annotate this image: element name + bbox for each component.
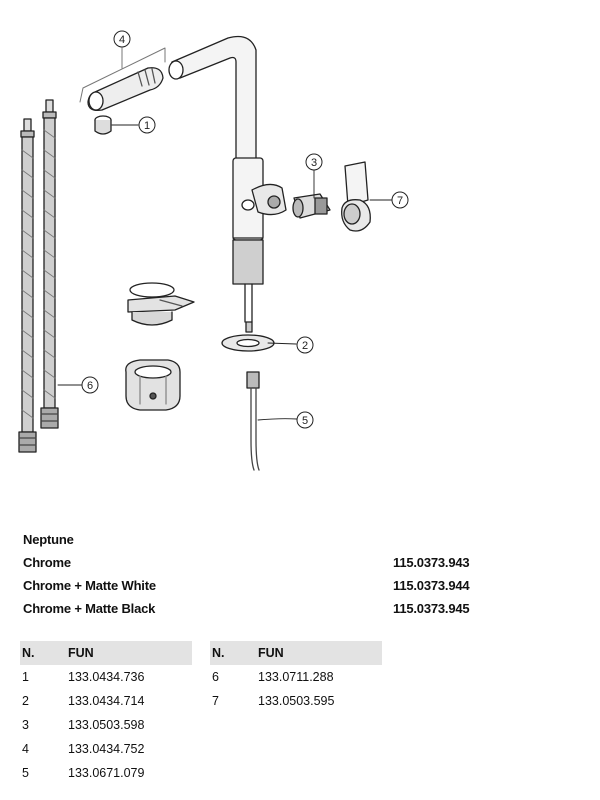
table-row: 5 133.0671.079: [20, 761, 192, 785]
part-number: 4: [22, 742, 29, 756]
part-code: 133.0503.598: [68, 718, 145, 732]
product-block: Neptune Chrome 115.0373.943 Chrome + Mat…: [23, 528, 483, 620]
parts-table-left: N. FUN 1 133.0434.736 2 133.0434.714 3 1…: [20, 641, 192, 785]
callout-label-7: 7: [397, 195, 403, 207]
part-number: 1: [22, 670, 29, 684]
callout-label-4: 4: [119, 34, 125, 46]
product-name: Neptune: [23, 532, 74, 547]
callout-leaders: [57, 39, 393, 421]
variant-row: Chrome 115.0373.943: [23, 551, 483, 574]
variant-code: 115.0373.943: [393, 555, 470, 570]
part-code: 133.0434.736: [68, 670, 145, 684]
spout-end: [79, 47, 166, 135]
callout-label-2: 2: [302, 340, 308, 352]
column-header-fun: FUN: [68, 641, 192, 665]
table-row: 3 133.0503.598: [20, 713, 192, 737]
variant-finish: Chrome: [23, 555, 71, 570]
callout-circle-5: [296, 411, 314, 429]
table-row: 4 133.0434.752: [20, 737, 192, 761]
callout-circle-1: [138, 116, 156, 134]
table-row: 6 133.0711.288: [210, 665, 382, 689]
variant-finish: Chrome + Matte White: [23, 578, 156, 593]
column-header-number: N.: [20, 641, 68, 665]
part-number: 7: [212, 694, 219, 708]
callout-label-6: 6: [87, 380, 93, 392]
callout-label-3: 3: [311, 157, 317, 169]
callout-circle-6: [81, 376, 99, 394]
part-number: 6: [212, 670, 219, 684]
callout-label-5: 5: [302, 415, 308, 427]
part-code: 133.0434.752: [68, 742, 145, 756]
fixing-washer: [221, 321, 275, 352]
part-code: 133.0503.595: [258, 694, 335, 708]
table-row: 1 133.0434.736: [20, 665, 192, 689]
tap-body: [168, 35, 287, 323]
variant-row: Chrome + Matte White 115.0373.944: [23, 574, 483, 597]
callout-circle-3: [305, 153, 323, 171]
table-row: 7 133.0503.595: [210, 689, 382, 713]
callout-label-1: 1: [144, 120, 150, 132]
callout-circle-7: [391, 191, 409, 209]
parts-table-right: N. FUN 6 133.0711.288 7 133.0503.595: [210, 641, 382, 713]
exploded-view-diagram: 4 1 2 3 7 5 6: [18, 30, 409, 471]
cartridge: [292, 193, 331, 219]
fixing-nut: [125, 359, 181, 411]
variant-code: 115.0373.945: [393, 601, 470, 616]
part-number: 5: [22, 766, 29, 780]
variant-code: 115.0373.944: [393, 578, 470, 593]
table-row: 2 133.0434.714: [20, 689, 192, 713]
part-code: 133.0434.714: [68, 694, 145, 708]
part-number: 3: [22, 718, 29, 732]
part-code: 133.0711.288: [258, 670, 334, 684]
column-header-fun: FUN: [258, 641, 382, 665]
column-header-number: N.: [210, 641, 258, 665]
table-header-row: N. FUN: [210, 641, 382, 665]
callout-circle-2: [296, 336, 314, 354]
table-header-row: N. FUN: [20, 641, 192, 665]
hose-extension: [246, 371, 260, 471]
product-name-row: Neptune: [23, 528, 483, 551]
fixing-bracket: [127, 282, 195, 326]
variant-row: Chrome + Matte Black 115.0373.945: [23, 597, 483, 620]
variant-finish: Chrome + Matte Black: [23, 601, 156, 616]
lever-handle: [341, 161, 371, 232]
part-number: 2: [22, 694, 29, 708]
flexible-hoses: [18, 99, 59, 453]
callout-circle-4: [113, 30, 131, 48]
part-code: 133.0671.079: [68, 766, 145, 780]
